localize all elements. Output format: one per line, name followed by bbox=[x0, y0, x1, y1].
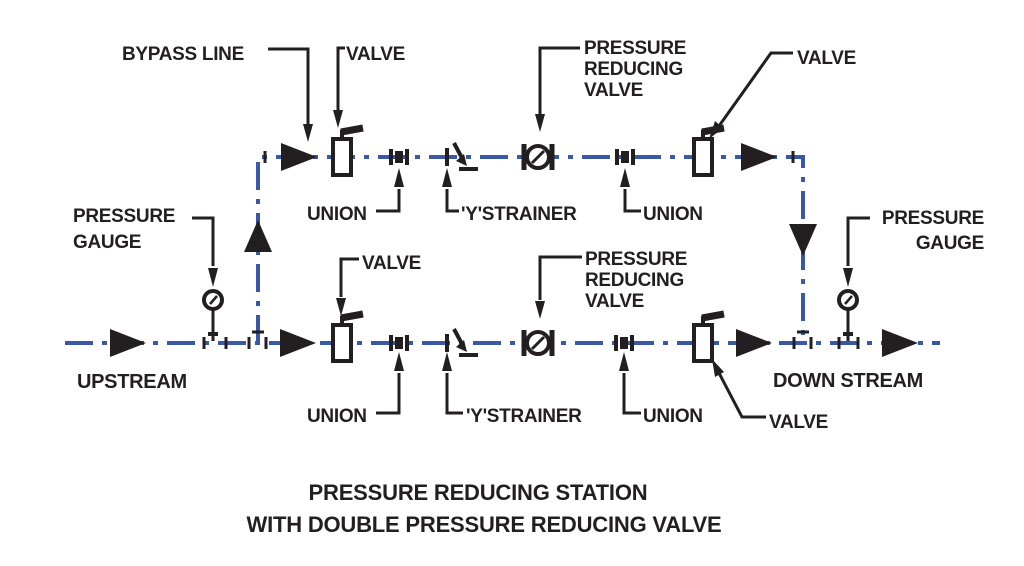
strainer-bypass-label: 'Y'STRAINER bbox=[461, 204, 577, 225]
union-main-outlet-leader bbox=[622, 373, 641, 415]
prv-bypass-label-line3: VALVE bbox=[584, 80, 643, 101]
union-bypass-outlet-label: UNION bbox=[643, 204, 703, 225]
valve-main-inlet-leader bbox=[339, 257, 359, 297]
union-main-outlet-label: UNION bbox=[643, 406, 703, 427]
leader-arrowhead bbox=[843, 268, 853, 287]
flow-arrows bbox=[110, 143, 918, 357]
union-bypass-outlet-icon bbox=[615, 149, 635, 165]
pressure-gauge-left-icon bbox=[202, 289, 224, 341]
leader-arrowhead bbox=[620, 168, 630, 187]
leader-arrowhead bbox=[535, 301, 545, 319]
flow-arrow-icon bbox=[110, 329, 146, 357]
pressure-reducing-valve-main-icon bbox=[521, 330, 555, 356]
flow-arrow-icon bbox=[281, 143, 317, 171]
y-strainer-bypass-icon bbox=[445, 142, 478, 171]
flow-arrow-icon bbox=[736, 329, 772, 357]
pipe-joint-ticks bbox=[202, 151, 860, 349]
leader-arrowhead bbox=[619, 352, 629, 371]
y-strainer-main-icon bbox=[445, 328, 478, 357]
flow-arrow-icon bbox=[280, 329, 316, 357]
valve-main-outlet-icon bbox=[692, 310, 725, 363]
strainer-bypass-leader bbox=[445, 189, 459, 213]
bypass-line-leader bbox=[268, 47, 310, 124]
valve-bypass-outlet-leader bbox=[717, 51, 793, 127]
leader-arrowhead bbox=[442, 352, 452, 371]
valve-main-outlet-leader bbox=[717, 372, 766, 419]
prv-main-label-line3: VALVE bbox=[585, 291, 644, 312]
union-bypass-outlet-leader bbox=[623, 189, 641, 213]
union-main-inlet-label: UNION bbox=[307, 406, 367, 427]
prv-bypass-label-line2: REDUCING bbox=[584, 59, 683, 80]
leader-arrowhead bbox=[333, 110, 343, 128]
valve-main-inlet-icon bbox=[331, 310, 364, 363]
valve-main-outlet-label: VALVE bbox=[769, 412, 828, 433]
downstream-label: DOWN STREAM bbox=[773, 370, 923, 392]
valve-main-inlet-label: VALVE bbox=[362, 253, 421, 274]
bypass-line-label: BYPASS LINE bbox=[122, 44, 244, 65]
union-main-inlet-icon bbox=[389, 335, 409, 351]
strainer-main-label: 'Y'STRAINER bbox=[466, 406, 582, 427]
valve-bypass-outlet-label: VALVE bbox=[797, 48, 856, 69]
leader-arrowhead bbox=[535, 114, 545, 132]
gauge-left-label-line1: PRESSURE bbox=[73, 206, 175, 227]
valve-bypass-inlet-leader bbox=[336, 46, 345, 110]
valve-bypass-inlet-icon bbox=[331, 124, 364, 177]
pipes bbox=[65, 155, 940, 345]
leader-arrowhead bbox=[394, 168, 404, 187]
gauge-right-leader bbox=[846, 216, 870, 266]
diagram-title: PRESSURE REDUCING STATION WITH DOUBLE PR… bbox=[247, 480, 722, 537]
flow-arrow-down-icon bbox=[789, 224, 817, 256]
prv-main-label-line2: REDUCING bbox=[585, 270, 684, 291]
flow-arrow-icon bbox=[882, 329, 918, 357]
union-main-inlet-leader bbox=[376, 373, 401, 415]
union-bypass-inlet-leader bbox=[376, 189, 401, 213]
leader-arrowhead bbox=[709, 121, 723, 139]
strainer-main-leader bbox=[445, 373, 463, 415]
prv-bypass-label-line1: PRESSURE bbox=[584, 38, 686, 59]
gauge-left-label-line2: GAUGE bbox=[73, 232, 141, 253]
prv-main-leader bbox=[538, 255, 582, 300]
union-main-outlet-icon bbox=[614, 335, 634, 351]
leader-arrowhead bbox=[712, 359, 724, 377]
title-line1: PRESSURE REDUCING STATION bbox=[309, 480, 648, 505]
flow-arrow-up-icon bbox=[244, 220, 272, 252]
prv-main-label-line1: PRESSURE bbox=[585, 249, 687, 270]
labels: BYPASS LINE VALVE PRESSURE REDUCING VALV… bbox=[73, 38, 984, 433]
valve-bypass-inlet-label: VALVE bbox=[346, 44, 405, 65]
gauge-right-label-line2: GAUGE bbox=[916, 233, 984, 254]
leader-arrowhead bbox=[303, 124, 313, 142]
valve-bypass-outlet-icon bbox=[692, 124, 725, 177]
pressure-gauge-right-icon bbox=[837, 289, 859, 341]
gauge-left-leader bbox=[192, 216, 215, 266]
prv-bypass-leader bbox=[538, 46, 580, 114]
upstream-label: UPSTREAM bbox=[77, 371, 187, 393]
leader-arrowhead bbox=[442, 168, 452, 187]
union-bypass-inlet-label: UNION bbox=[307, 204, 367, 225]
pressure-reducing-valve-bypass-icon bbox=[521, 144, 555, 170]
leader-lines bbox=[192, 46, 870, 419]
flow-arrow-icon bbox=[741, 143, 777, 171]
leader-arrowhead bbox=[394, 352, 404, 371]
leader-arrowhead bbox=[336, 298, 346, 316]
leader-arrowhead bbox=[208, 268, 218, 287]
title-line2: WITH DOUBLE PRESSURE REDUCING VALVE bbox=[247, 512, 722, 537]
union-bypass-inlet-icon bbox=[389, 149, 409, 165]
gauge-right-label-line1: PRESSURE bbox=[882, 208, 984, 229]
